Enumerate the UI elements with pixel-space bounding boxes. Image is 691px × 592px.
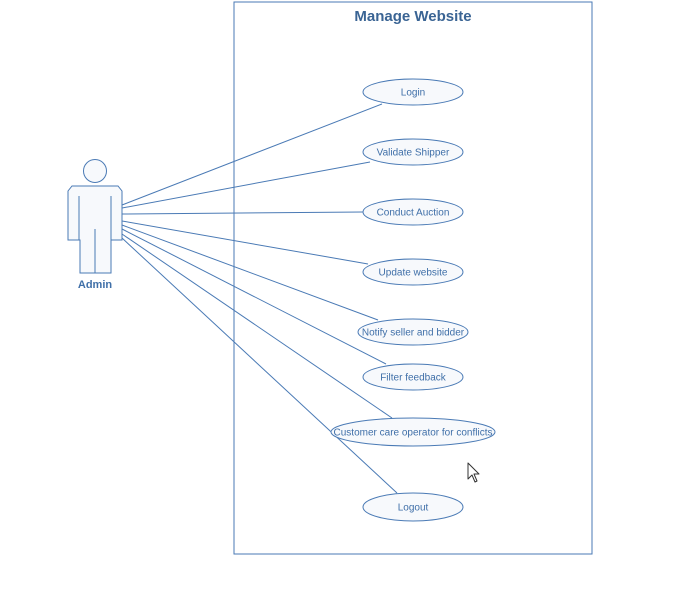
association-line <box>121 237 398 494</box>
use-case-logout[interactable]: Logout <box>362 492 464 522</box>
use-case-ellipse <box>362 198 464 226</box>
association-line <box>121 211 364 215</box>
system-boundary <box>233 1 593 555</box>
use-case-ellipse <box>362 492 464 522</box>
use-case-label: Filter feedback <box>380 373 447 384</box>
use-case-label: Notify seller and bidder <box>362 328 465 339</box>
use-case-ellipse <box>362 138 464 166</box>
use-case-filter-feedback[interactable]: Filter feedback <box>362 363 464 391</box>
use-case-ellipse <box>357 318 469 346</box>
use-case-notify-seller-and-bidder[interactable]: Notify seller and bidder <box>357 318 469 346</box>
use-case-ellipse <box>362 363 464 391</box>
actor-head <box>83 159 107 183</box>
use-case-ellipse <box>330 417 496 447</box>
association-line <box>121 228 387 365</box>
system-title: Manage Website <box>354 8 471 25</box>
association-line <box>121 233 393 419</box>
use-case-login[interactable]: Login <box>362 78 464 106</box>
actor-admin[interactable]: Admin <box>67 159 123 292</box>
actor-label: Admin <box>78 279 113 291</box>
use-case-ellipse <box>362 78 464 106</box>
use-case-label: Conduct Auction <box>377 208 450 219</box>
association-line <box>121 103 383 206</box>
use-case-customer-care-operator[interactable]: Customer care operator for conflicts <box>330 417 496 447</box>
use-case-label: Validate Shipper <box>377 148 450 159</box>
use-case-label: Customer care operator for conflicts <box>334 428 493 439</box>
association-line <box>121 224 379 321</box>
association-line <box>121 161 371 209</box>
use-case-label: Logout <box>398 503 429 514</box>
use-case-ellipse <box>362 258 464 286</box>
use-case-label: Update website <box>379 268 448 279</box>
use-case-update-website[interactable]: Update website <box>362 258 464 286</box>
mouse-cursor-icon <box>467 462 480 483</box>
association-line <box>121 220 369 265</box>
association-lines <box>121 103 398 494</box>
use-case-validate-shipper[interactable]: Validate Shipper <box>362 138 464 166</box>
use-case-conduct-auction[interactable]: Conduct Auction <box>362 198 464 226</box>
use-case-label: Login <box>401 88 425 99</box>
